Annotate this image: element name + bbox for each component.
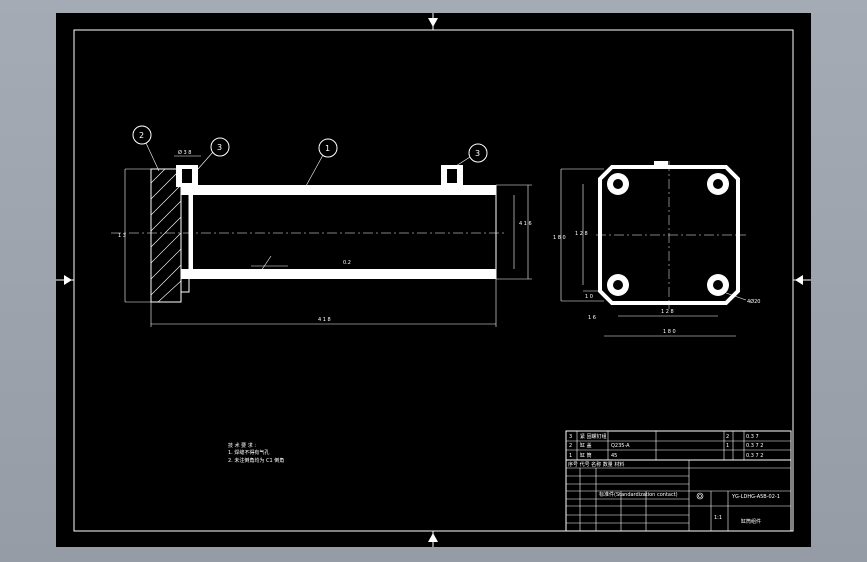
- balloon-2: [132, 125, 152, 145]
- svg-text:2: 2: [139, 131, 144, 140]
- side-view: 1 8 0 1 2 8 1 2 8 1 8 0 1 0 1 6 4Ø20: [553, 161, 760, 337]
- part-name: 缸筒组件: [741, 518, 761, 525]
- hole-callout: 4Ø20: [747, 298, 760, 305]
- end-cap-hatch: [150, 168, 182, 303]
- svg-text:缸 盖: 缸 盖: [580, 442, 592, 449]
- notes-line-1: 1. 焊缝不得有气孔: [228, 449, 269, 456]
- svg-text:紧 固螺钉组: 紧 固螺钉组: [580, 433, 607, 440]
- svg-text:序号 代号 名称 数量 材: 序号 代号 名称 数量 材料: [568, 461, 624, 468]
- svg-text:1: 1: [325, 144, 330, 153]
- dim-overall-length: 4 1 8: [318, 317, 331, 323]
- svg-text:1: 1: [726, 443, 729, 449]
- balloon-1: [318, 138, 338, 158]
- centering-mark-top: [428, 13, 438, 30]
- balloon-3-left: [210, 137, 230, 157]
- technical-notes: 技 术 要 求 : 1. 焊缝不得有气孔 2. 未注倒角均为 C1 倒角: [228, 442, 284, 464]
- drawing-number: YG-LDHG-A5B-02-1: [731, 494, 780, 500]
- dim-diameter-right: 4 1 6: [519, 221, 532, 227]
- balloon-3-right: [468, 143, 488, 163]
- bolt-holes: [607, 173, 729, 296]
- svg-text:2: 2: [569, 443, 572, 449]
- svg-text:0.3 7 2: 0.3 7 2: [746, 443, 764, 449]
- tube-wall-bottom: [181, 269, 496, 279]
- end-cap: [150, 168, 182, 303]
- dim-side-inner-width: 1 2 8: [661, 309, 674, 315]
- notes-heading: 技 术 要 求 :: [228, 442, 256, 449]
- dim-boss-width: Ø 3 8: [178, 149, 191, 156]
- side-flange-outline: [598, 165, 740, 305]
- front-view: 4 1 8 1 3 4 1 6 Ø 3 8 0.2 2 3: [111, 125, 532, 327]
- drawing-sheet[interactable]: 4 1 8 1 3 4 1 6 Ø 3 8 0.2 2 3: [56, 13, 811, 547]
- dim-side-width: 1 8 0: [663, 329, 676, 335]
- svg-text:2: 2: [726, 434, 729, 440]
- material-label: 标准件(Standardization contact): [599, 491, 678, 498]
- scale: 1:1: [714, 515, 722, 521]
- dim-side-small-a: 1 0: [585, 294, 593, 300]
- dim-side-inner-height: 1 2 8: [575, 231, 588, 237]
- inner-border: [73, 29, 794, 532]
- svg-text:3: 3: [217, 143, 222, 152]
- svg-text:Q235-A: Q235-A: [611, 443, 630, 449]
- centering-mark-bottom: [428, 531, 438, 547]
- drawing-canvas[interactable]: 4 1 8 1 3 4 1 6 Ø 3 8 0.2 2 3: [56, 13, 811, 547]
- svg-text:45: 45: [611, 453, 617, 459]
- dim-side-height: 1 8 0: [553, 235, 566, 241]
- centering-mark-right: [793, 275, 811, 285]
- dim-slope: 0.2: [343, 260, 351, 266]
- tube-wall-top: [181, 185, 496, 195]
- notes-line-2: 2. 未注倒角均为 C1 倒角: [228, 457, 284, 464]
- svg-text:3: 3: [569, 434, 572, 440]
- svg-text:0.3 7: 0.3 7: [746, 434, 759, 440]
- dim-diameter-left: 1 3: [118, 233, 126, 239]
- svg-text:0.3 7 2: 0.3 7 2: [746, 453, 764, 459]
- svg-text:缸 筒: 缸 筒: [580, 452, 592, 459]
- svg-text:1: 1: [569, 453, 572, 459]
- title-block: 3 紧 固螺钉组 2 0.3 7 2 缸 盖 Q235-A 1 0.3 7 2 …: [565, 430, 792, 532]
- centering-mark-left: [56, 275, 74, 285]
- svg-text:3: 3: [475, 149, 480, 158]
- dim-side-small-b: 1 6: [588, 315, 596, 321]
